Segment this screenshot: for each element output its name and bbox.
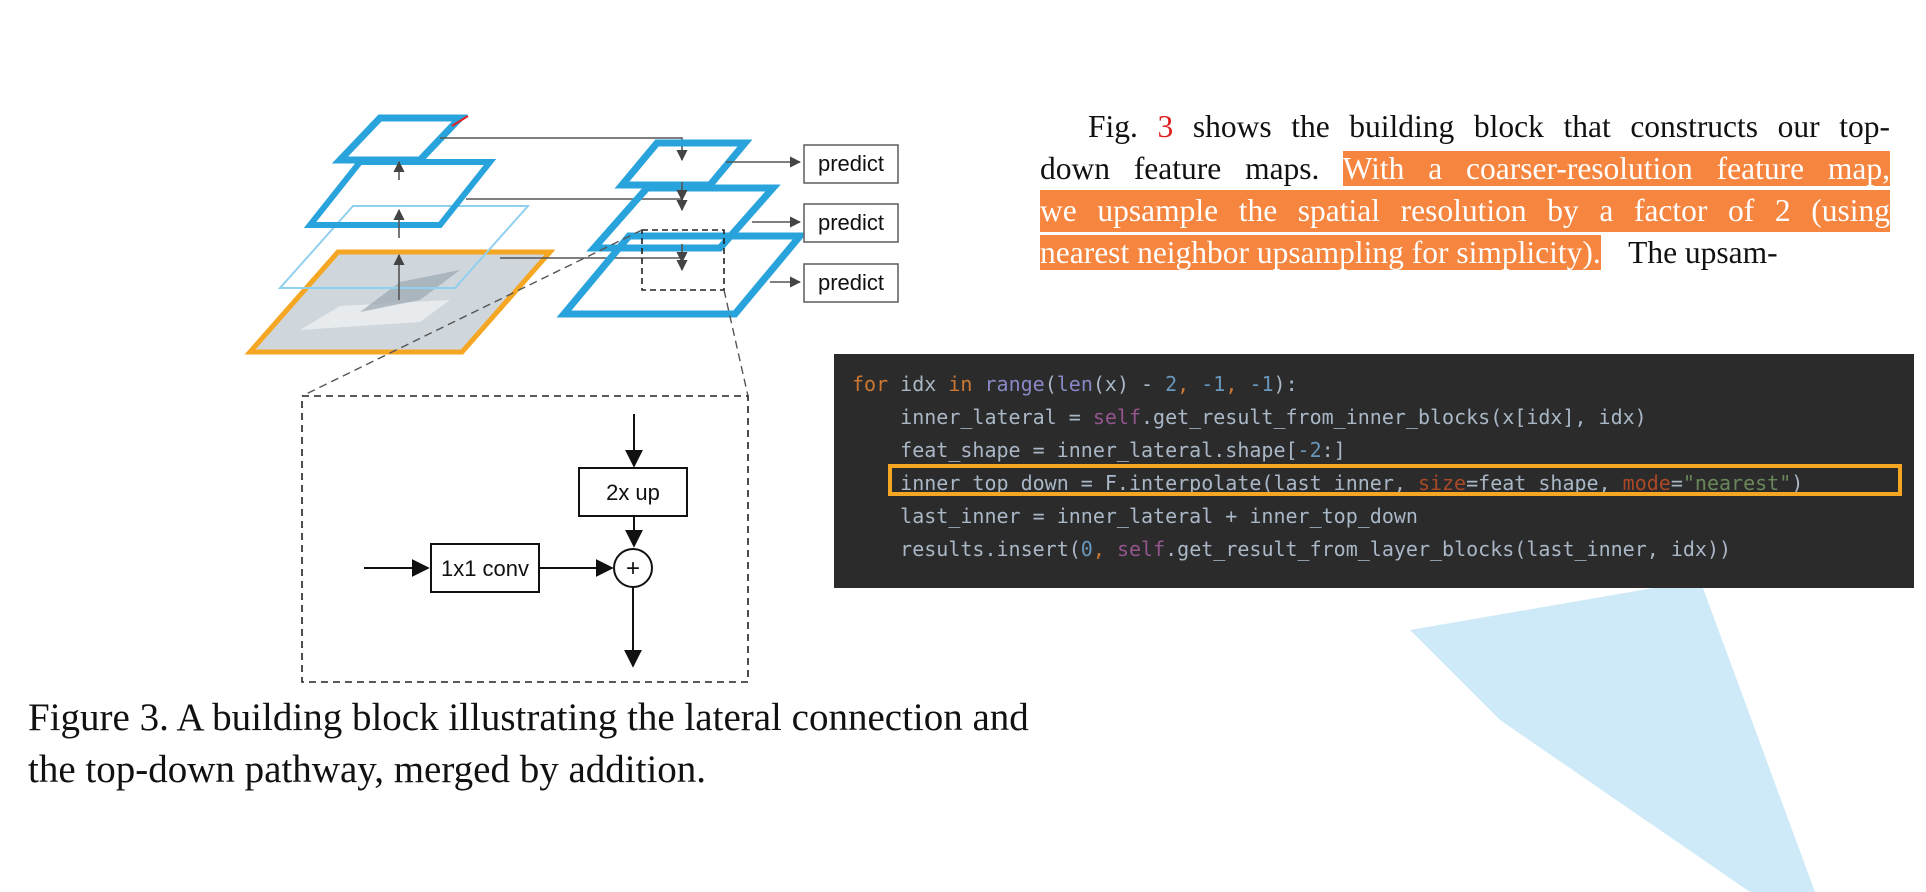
code-line-2: inner_lateral = self.get_result_from_inn… [900, 405, 1647, 429]
bottom-up-pyramid [244, 114, 556, 355]
code-line-5: last_inner = inner_lateral + inner_top_d… [900, 504, 1418, 528]
svg-text:2x up: 2x up [606, 480, 660, 505]
para-line-4: nearest neighbor upsampling for simplici… [1040, 235, 1778, 270]
feature-layer-light [277, 205, 531, 289]
caption-line-1: Figure 3. A building block illustrating … [28, 696, 1029, 739]
upsample-box [578, 467, 688, 517]
para-line-1: Fig. 3 shows the building block that con… [1088, 109, 1890, 144]
code-line-3: feat_shape = inner_lateral.shape[-2:] [900, 438, 1346, 462]
code-line-1: for idx in range(len(x) - 2, -1, -1): [852, 372, 1298, 396]
top-down-pyramid [556, 139, 808, 318]
svg-text:predict: predict [818, 270, 884, 295]
predict-box-2: predict [803, 203, 899, 243]
predict-box-1: predict [803, 144, 899, 184]
highlighted-text: With a coarser-resolution feature map, [1342, 151, 1890, 186]
building-block-detail: 2x up 1x1 conv + [301, 395, 749, 683]
svg-text:+: + [626, 555, 640, 582]
para-line-3: we upsample the spatial resolution by a … [1040, 190, 1890, 232]
figure-caption: Figure 3. A building block illustrating … [28, 692, 1128, 796]
code-snippet: for idx in range(len(x) - 2, -1, -1): in… [834, 354, 1914, 588]
feature-layer-mid [303, 159, 497, 228]
svg-text:predict: predict [818, 151, 884, 176]
body-paragraph: Fig. 3 shows the building block that con… [1040, 106, 1890, 274]
feature-layer-top [331, 114, 469, 164]
code-line-4-highlighted: inner_top_down = F.interpolate(last_inne… [900, 471, 1804, 495]
para-line-2: down feature maps. With a coarser-resolu… [1040, 151, 1890, 186]
caption-line-2: the top-down pathway, merged by addition… [28, 748, 707, 791]
code-line-6: results.insert(0, self.get_result_from_l… [900, 537, 1732, 561]
figure-reference[interactable]: 3 [1157, 109, 1174, 144]
fpn-figure: predict predict predict 2x up 1x1 conv + [244, 114, 899, 683]
svg-text:1x1 conv: 1x1 conv [441, 556, 529, 581]
predict-box-3: predict [803, 263, 899, 303]
conv-box [430, 543, 540, 593]
topdown-layer-large [556, 232, 808, 318]
svg-text:predict: predict [818, 210, 884, 235]
topdown-layer-small [614, 139, 753, 189]
topdown-layer-mid [586, 184, 781, 252]
